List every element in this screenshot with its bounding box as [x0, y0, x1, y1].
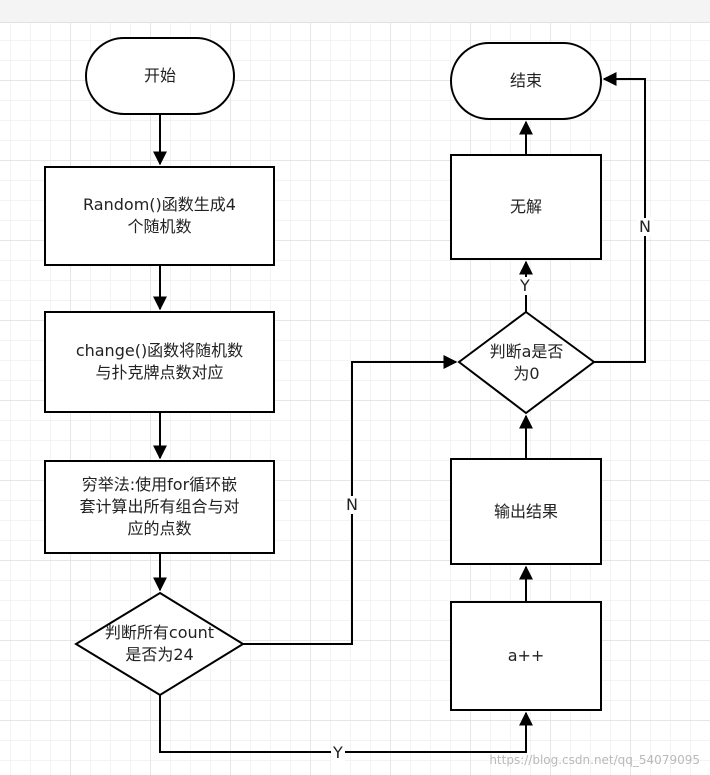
check-count-node[interactable] [74, 591, 245, 697]
start-node[interactable] [85, 37, 235, 115]
edge-label-count-no: N [344, 495, 360, 514]
random-node[interactable] [44, 166, 275, 266]
edge-label-a-yes: Y [518, 276, 532, 295]
edge-label-a-no: N [637, 217, 653, 236]
output-node[interactable] [450, 458, 602, 565]
top-bar [0, 0, 710, 23]
a-increment-node[interactable] [450, 601, 602, 711]
end-node[interactable] [450, 42, 602, 120]
change-node[interactable] [44, 311, 275, 413]
enumerate-node[interactable] [44, 460, 275, 554]
check-a-node[interactable] [457, 310, 596, 415]
watermark: https://blog.csdn.net/qq_54079095 [489, 753, 700, 767]
no-solution-node[interactable] [450, 154, 602, 260]
edge-label-count-yes: Y [331, 743, 345, 762]
